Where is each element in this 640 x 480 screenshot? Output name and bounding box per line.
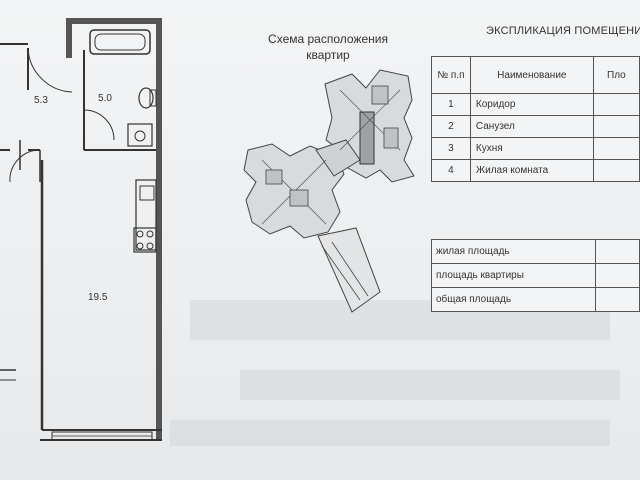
total-area-value [595,287,640,312]
table-row: общая площадь [430,287,640,312]
header-name: Наименование [469,56,594,94]
table-row: 1 Коридор [431,93,640,116]
total-area-label: общая площадь [430,287,597,312]
living-area-label: жилая площадь [430,239,597,264]
living-room-area-label: 19.5 [88,292,108,303]
apartment-area-value [595,263,640,288]
row-number: 4 [431,159,471,182]
row-area [592,115,640,138]
header-number: № п.п [431,56,471,94]
row-name: Кухня [469,137,594,160]
row-number: 2 [431,115,471,138]
explication-table: № п.п Наименование Пло 1 Коридор 2 Сануз… [431,56,640,182]
table-row: площадь квартиры [430,263,640,288]
row-area [592,137,640,160]
living-area-value [595,239,640,264]
building-scheme [243,69,415,313]
table-row: жилая площадь [430,239,640,264]
row-name: Санузел [469,115,594,138]
apartment-area-label: площадь квартиры [430,263,597,288]
corridor-area-label: 5.3 [34,95,48,106]
scan-smudge [240,370,620,400]
table-row: 2 Санузел [431,115,640,138]
row-area [592,159,640,182]
row-name: Коридор [469,93,594,116]
scan-smudge [170,420,610,446]
scheme-title-line1: Схема расположения [268,32,388,46]
row-number: 3 [431,137,471,160]
header-area: Пло [592,56,640,94]
row-area [592,93,640,116]
table-row: 4 Жилая комната [431,159,640,182]
area-summary-table: жилая площадь площадь квартиры общая пло… [430,239,640,312]
explication-title: ЭКСПЛИКАЦИЯ ПОМЕЩЕНИ [486,25,640,37]
row-name: Жилая комната [469,159,594,182]
explication-header-row: № п.п Наименование Пло [431,56,640,94]
scheme-title: Схема расположения квартир [244,31,412,63]
scheme-title-line2: квартир [306,48,350,62]
bathroom-area-label: 5.0 [98,93,112,104]
table-row: 3 Кухня [431,137,640,160]
row-number: 1 [431,93,471,116]
apartment-plan [0,18,162,441]
